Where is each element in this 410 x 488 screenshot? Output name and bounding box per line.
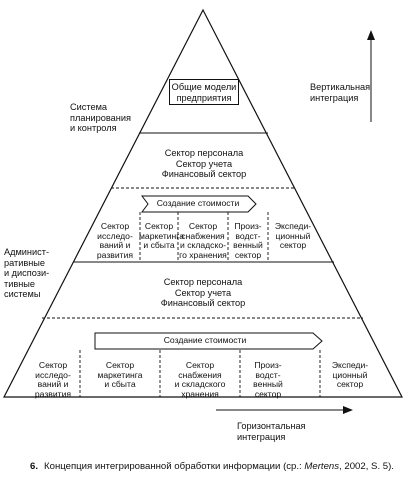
lower-function-rnd: Сектор исследо- ваний и развития (34, 360, 72, 399)
pyramid-outline (3, 8, 403, 398)
planning-system-label: Система планирования и контроля (70, 102, 131, 133)
lower-function-production: Произ- водст- венный сектор (253, 360, 283, 399)
upper-function-expedition: Экспеди- ционный сектор (274, 221, 312, 250)
value-creation-arrow-upper (141, 195, 257, 213)
value-creation-arrow-lower (94, 332, 323, 350)
enterprise-models-box: Общие модели предприятия (169, 79, 239, 105)
vertical-axis-arrowhead (367, 30, 375, 40)
value-creation-label-upper: Создание стоимости (156, 198, 240, 208)
horizontal-axis-arrowhead (343, 406, 353, 414)
caption-tail: , 2002, S. 5). (339, 461, 394, 472)
admin-systems-label: Админист- ративные и диспози- тивные сис… (4, 247, 50, 299)
support-sectors-upper: Сектор персонала Сектор учета Финансовый… (161, 148, 247, 179)
upper-function-supply: Сектор снабжения и складско- го хранения (179, 221, 227, 260)
horizontal-integration-label: Горизонтальная интеграция (237, 421, 306, 442)
upper-function-marketing: Сектор маркетинга и сбыта (139, 221, 185, 250)
caption-text: Концепция интегрированной обработки инфо… (44, 461, 305, 472)
support-sectors-lower: Сектор персонала Сектор учета Финансовый… (160, 277, 246, 308)
caption-number: 6. (30, 461, 39, 472)
lower-function-supply: Сектор снабжения и складского хранения (174, 360, 226, 399)
upper-function-production: Произ- водст- венный сектор (233, 221, 263, 260)
lower-function-expedition: Экспеди- ционный сектор (331, 360, 369, 389)
figure-caption: 6. Концепция интегрированной обработки ин… (30, 461, 394, 472)
upper-function-rnd: Сектор исследо- ваний и развития (96, 221, 134, 260)
caption-author: Mertens (304, 461, 340, 472)
lower-function-marketing: Сектор маркетинга и сбыта (97, 360, 143, 389)
value-creation-label-lower: Создание стоимости (163, 335, 247, 345)
vertical-integration-label: Вертикальная интеграция (310, 82, 371, 103)
